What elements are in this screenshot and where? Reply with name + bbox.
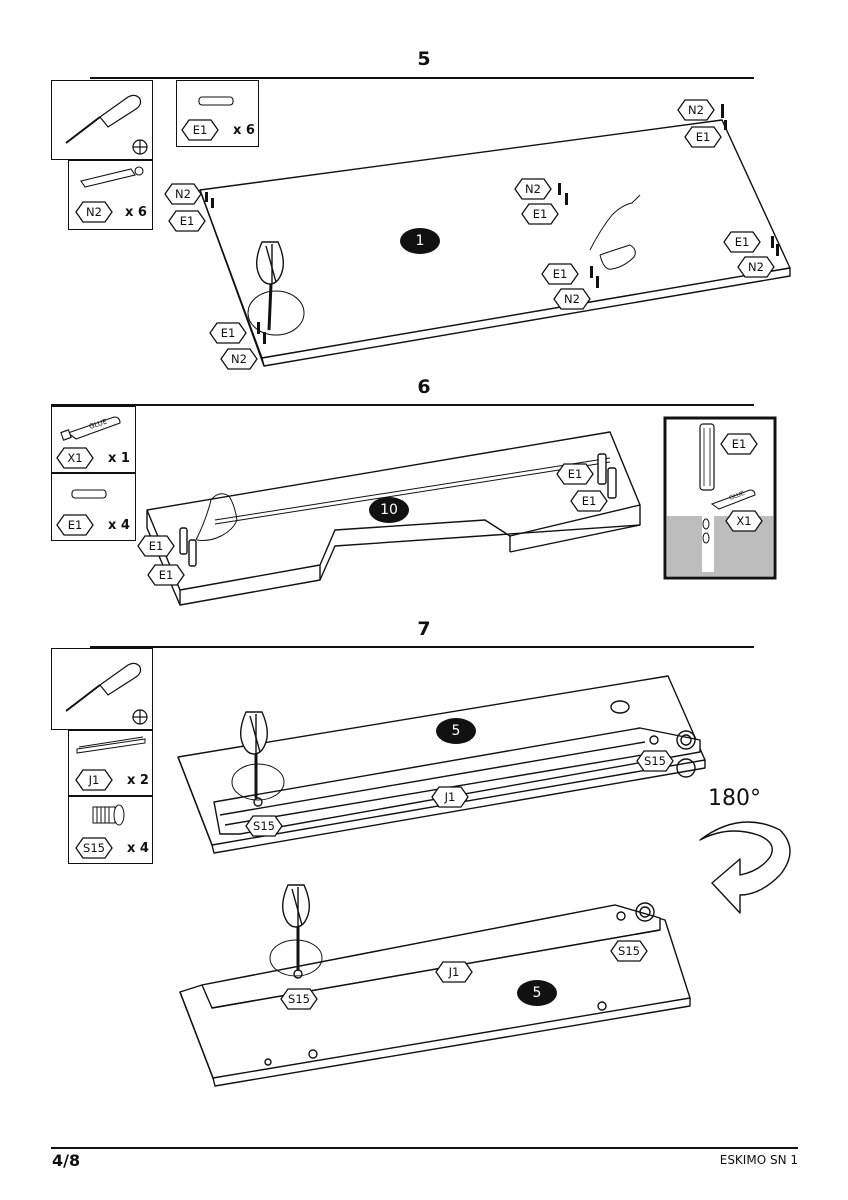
step-divider <box>90 646 754 648</box>
step7-bottom-panel <box>179 884 691 1087</box>
part-quantity: x 2 <box>127 773 149 788</box>
panel-number-badge: 5 <box>436 718 476 744</box>
footer-divider <box>51 1147 798 1149</box>
part-code-badge: X1 <box>56 447 94 469</box>
step6-detail-inset <box>663 416 777 580</box>
callout-n2: N2 <box>677 99 715 121</box>
page-number: 4/8 <box>52 1151 81 1170</box>
callout-e1: E1 <box>570 490 608 512</box>
callout-s15: S15 <box>636 750 674 772</box>
callout-n2: N2 <box>514 178 552 200</box>
part-quantity: x 4 <box>127 841 149 856</box>
callout-n2: N2 <box>220 348 258 370</box>
callout-e1: E1 <box>684 126 722 148</box>
part-quantity: x 4 <box>108 518 130 533</box>
step7-top-panel <box>177 675 706 854</box>
callout-e1: E1 <box>209 322 247 344</box>
product-name: ESKIMO SN 1 <box>719 1153 798 1167</box>
part-code-badge: N2 <box>75 201 113 223</box>
callout-e1: E1 <box>556 463 594 485</box>
tool-box-screwdriver <box>51 648 153 730</box>
part-box-s15: S15 x 4 <box>68 796 153 864</box>
callout-e1: E1 <box>521 203 559 225</box>
part-box-n2: N2 x 6 <box>68 160 153 230</box>
part-code-badge: E1 <box>181 119 219 141</box>
panel-number-badge: 5 <box>517 980 557 1006</box>
step-number-6: 6 <box>417 376 431 398</box>
callout-e1: E1 <box>137 535 175 557</box>
callout-s15: S15 <box>245 815 283 837</box>
dowel-icon <box>198 96 234 106</box>
rotate-arrow-icon <box>699 821 791 914</box>
rotation-label: 180° <box>708 786 761 811</box>
step5-dowels <box>205 104 779 344</box>
callout-n2: N2 <box>553 288 591 310</box>
part-quantity: x 6 <box>233 123 255 138</box>
callout-s15: S15 <box>610 940 648 962</box>
step6-dowels <box>179 453 617 567</box>
callout-j1: J1 <box>431 786 469 808</box>
glue-tube-icon: GLUE <box>60 416 121 441</box>
part-quantity: x 6 <box>125 205 147 220</box>
part-code-badge: E1 <box>56 514 94 536</box>
part-box-x1: GLUE X1 x 1 <box>51 406 136 473</box>
step5-screwdriver <box>247 241 305 336</box>
callout-s15: S15 <box>280 988 318 1010</box>
callout-n2: N2 <box>737 256 775 278</box>
callout-j1: J1 <box>435 961 473 983</box>
callout-e1: E1 <box>541 263 579 285</box>
callout-e1: E1 <box>723 231 761 253</box>
callout-e1: E1 <box>147 564 185 586</box>
part-quantity: x 1 <box>108 451 130 466</box>
step-divider <box>51 404 754 406</box>
screwdriver-icon <box>65 662 148 725</box>
part-code-badge: S15 <box>75 837 113 859</box>
tool-box-screwdriver <box>51 80 153 160</box>
step-divider <box>90 77 754 79</box>
cam-bolt-icon <box>80 166 144 188</box>
detail-callout-x1: X1 <box>725 510 763 532</box>
drawer-runner-icon <box>76 736 146 754</box>
screwdriver-icon <box>65 94 148 155</box>
part-box-e1: E1 x 4 <box>51 473 136 541</box>
step-number-5: 5 <box>417 48 431 70</box>
callout-e1: E1 <box>168 210 206 232</box>
part-code-badge: J1 <box>75 769 113 791</box>
glue-tube-icon: GLUE <box>710 489 756 510</box>
step-number-7: 7 <box>417 618 431 640</box>
step5-panel <box>199 119 791 367</box>
callout-n2: N2 <box>164 183 202 205</box>
detail-callout-e1: E1 <box>720 433 758 455</box>
panel-number-badge: 1 <box>400 228 440 254</box>
dowel-icon <box>71 489 107 499</box>
screw-icon <box>92 804 125 826</box>
part-box-e1: E1 x 6 <box>176 80 259 147</box>
part-box-j1: J1 x 2 <box>68 730 153 796</box>
panel-number-badge: 10 <box>369 497 409 523</box>
